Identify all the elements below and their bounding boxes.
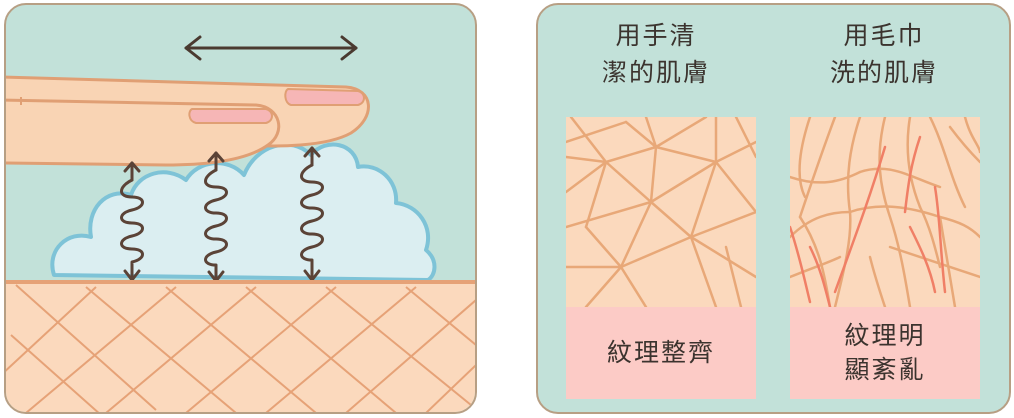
disordered-texture-lines bbox=[790, 117, 980, 307]
finger-icon bbox=[6, 75, 370, 167]
washing-illustration bbox=[6, 35, 475, 412]
smooth-skin-texture bbox=[566, 117, 756, 307]
foam-icon bbox=[50, 142, 437, 282]
even-texture-lines bbox=[566, 117, 756, 307]
caption-even-texture: 紋理整齊 bbox=[566, 307, 756, 399]
comparison-panel: 用手清 潔的肌膚 bbox=[536, 3, 1011, 414]
damaged-skin-texture bbox=[790, 117, 980, 307]
skin-icon bbox=[6, 280, 475, 412]
caption-disordered-texture: 紋理明 顯紊亂 bbox=[790, 307, 980, 399]
illustration-panel bbox=[4, 3, 477, 414]
column-title-towel-washed: 用毛巾 洗的肌膚 bbox=[829, 21, 938, 87]
double-arrow-icon bbox=[184, 35, 358, 61]
column-title-hand-washed: 用手清 潔的肌膚 bbox=[601, 21, 710, 87]
